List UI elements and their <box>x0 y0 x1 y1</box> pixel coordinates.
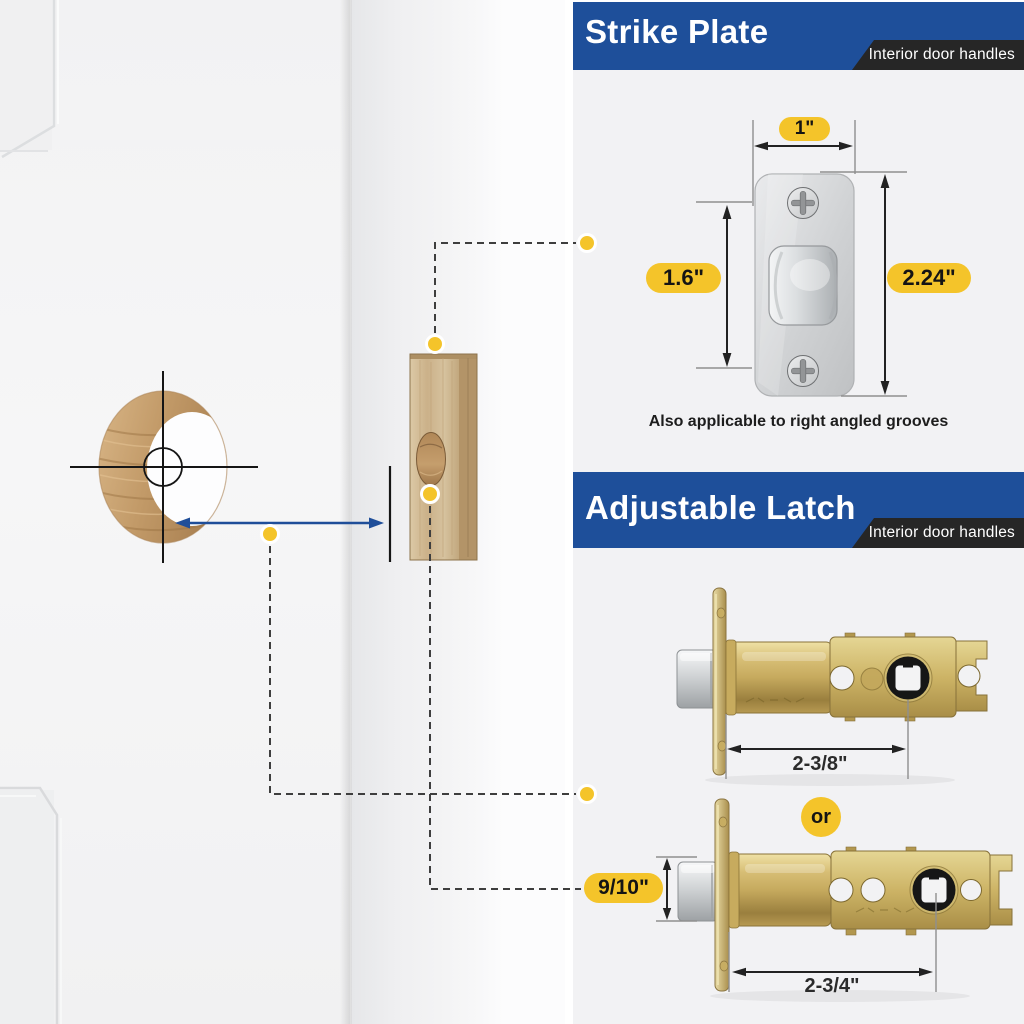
door-edge-strip <box>352 0 480 1024</box>
or-badge: or <box>801 797 841 837</box>
dim-pill-plate-height: 2.24" <box>887 263 971 293</box>
strike-badge-label: Interior door handles <box>868 46 1015 63</box>
door-face-edge-shadow <box>340 0 352 1024</box>
dim-pill-bolt-height: 9/10" <box>584 873 663 903</box>
strike-plate-header: Strike Plate Interior door handles <box>573 2 1024 70</box>
adjustable-latch-header: Adjustable Latch Interior door handles <box>573 472 1024 548</box>
dim-pill-plate-width: 1" <box>779 117 830 141</box>
adjustable-latch-title: Adjustable Latch <box>585 489 856 526</box>
latch-badge: Interior door handles <box>852 518 1024 548</box>
door-edge-fade <box>480 0 504 1024</box>
dim-pill-screw-spacing: 1.6" <box>646 263 721 293</box>
latch-badge-label: Interior door handles <box>868 524 1015 541</box>
door-scene <box>0 0 504 1024</box>
strike-badge: Interior door handles <box>852 40 1024 70</box>
door-face <box>0 0 350 1024</box>
latch1-backset-label: 2-3/8" <box>792 753 848 775</box>
strike-plate-note: Also applicable to right angled grooves <box>648 413 949 430</box>
latch2-backset-label: 2-3/4" <box>804 975 860 997</box>
adjustable-latch-panel <box>573 548 1024 1024</box>
strike-plate-title: Strike Plate <box>585 13 769 50</box>
